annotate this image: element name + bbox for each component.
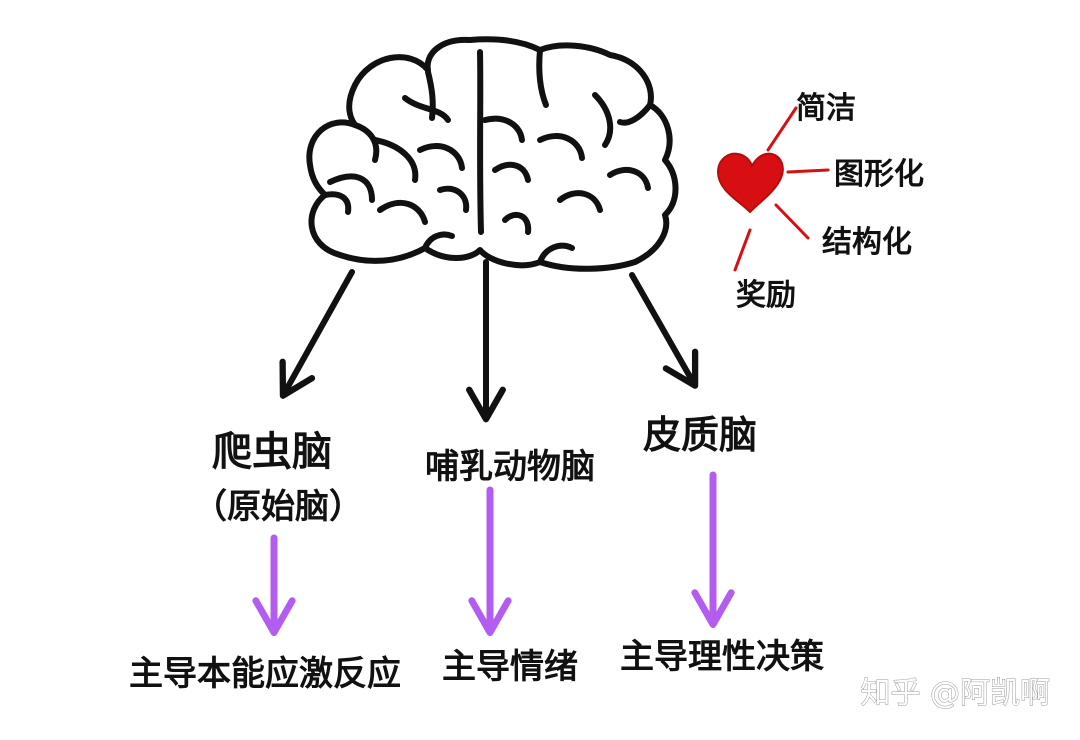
heart-ray-right [786,168,830,174]
layer-3-function: 主导理性决策 [620,637,824,677]
layer-3-label: 皮质脑 [643,413,757,457]
keyword-1: 简洁 [796,91,856,126]
layer-1-function: 主导本能应激反应 [129,654,401,694]
watermark-text: 知乎 @阿凯啊 [860,676,1050,711]
layer-2-function: 主导情绪 [442,647,578,687]
heart-ray-top [766,106,798,152]
heart-keywords-cluster: 简洁 图形化 结构化 奖励 [716,91,924,313]
keyword-3: 结构化 [822,225,912,260]
layer-1-sublabel: （原始脑） [193,487,363,527]
arrow-to-layer-3 [629,272,699,389]
heart-ray-lower-right [774,203,810,240]
heart-icon [716,152,784,214]
layer-2-label: 哺乳动物脑 [425,447,595,487]
layer-1-label: 爬虫脑 [212,429,332,475]
heart-ray-bottom [733,228,752,272]
brain-icon [306,36,679,272]
keyword-4: 奖励 [736,278,796,313]
keyword-2: 图形化 [834,157,924,192]
arrow-to-layer-1 [279,269,355,399]
